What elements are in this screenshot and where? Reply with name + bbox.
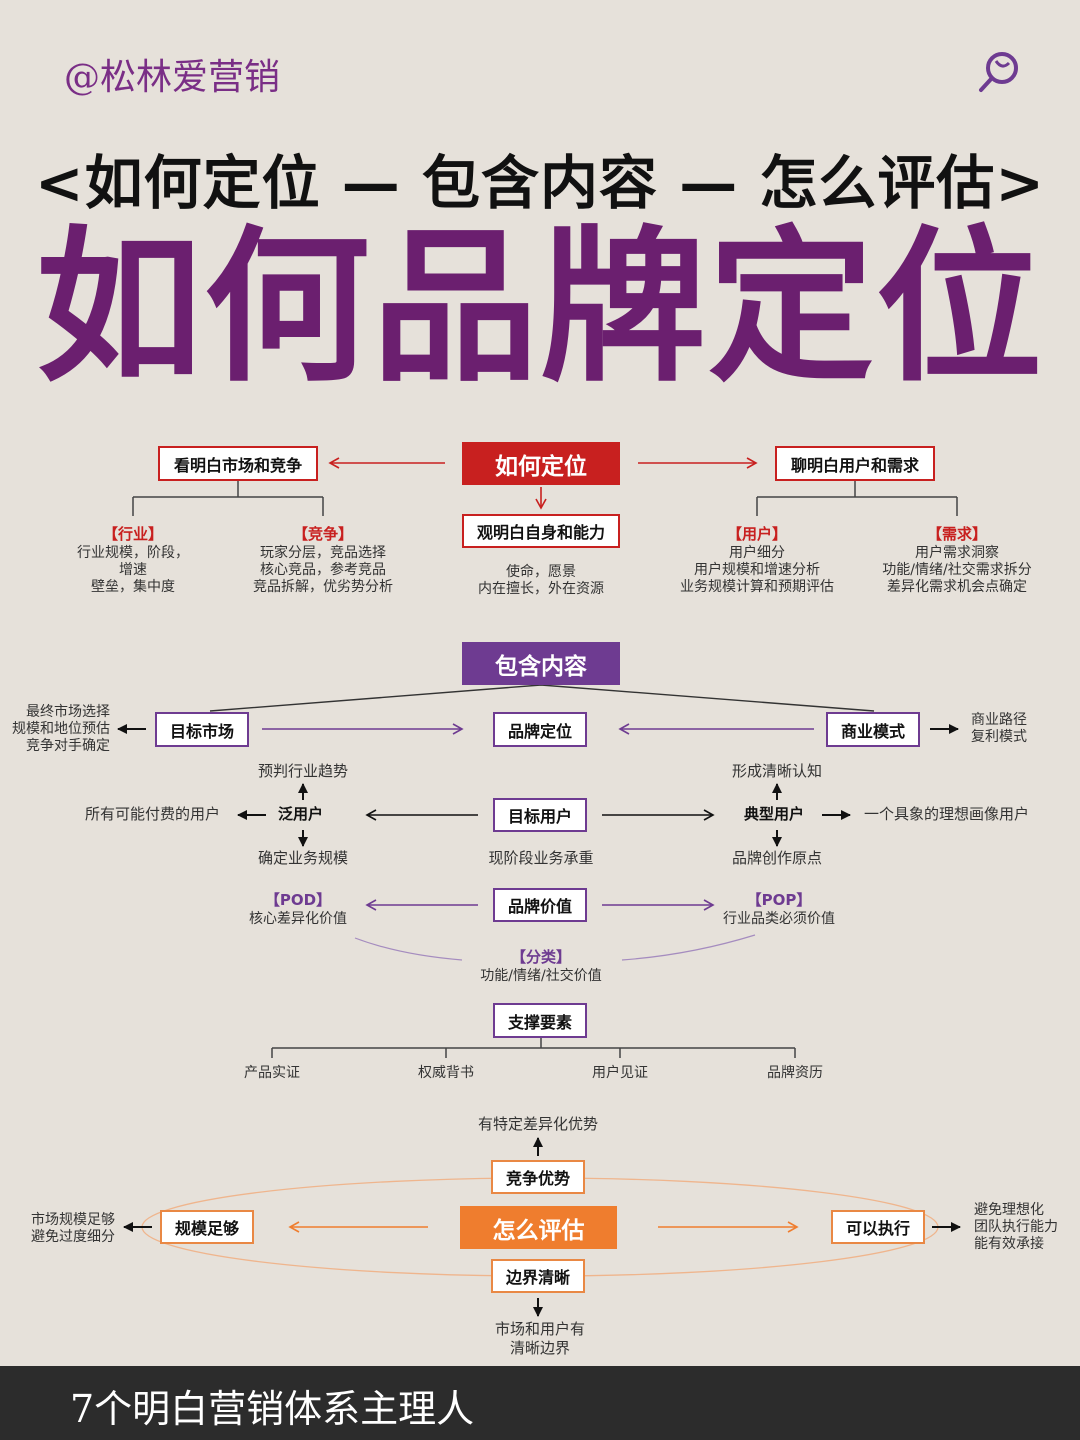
competition-tag: 【竞争】 <box>292 525 353 543</box>
support-item-2: 权威背书 <box>418 1065 474 1081</box>
competition-line-1: 玩家分层，竞品选择 <box>260 545 386 561</box>
scale-box: 规模足够 <box>160 1210 254 1244</box>
advantage-note: 有特定差异化优势 <box>477 1115 598 1133</box>
business-model-note-2: 复利模式 <box>971 729 1027 745</box>
executable-box: 可以执行 <box>831 1210 925 1244</box>
industry-line-1: 行业规模，阶段， <box>77 545 189 561</box>
support-item-4: 品牌资历 <box>767 1065 823 1081</box>
users-tag: 【用户】 <box>726 525 787 543</box>
target-market-note-3: 竞争对手确定 <box>26 738 110 754</box>
needs-line-3: 差异化需求机会点确定 <box>887 579 1027 595</box>
broad-user-label: 泛用户 <box>278 805 324 823</box>
category-text: 功能/情绪/社交价值 <box>480 968 602 984</box>
industry-line-3: 壁垒，集中度 <box>91 579 175 595</box>
support-item-1: 产品实证 <box>244 1065 300 1081</box>
boundary-box: 边界清晰 <box>491 1259 585 1293</box>
executable-note-2: 团队执行能力 <box>974 1219 1058 1235</box>
self-ability-box: 观明白自身和能力 <box>462 514 620 548</box>
target-user-note: 现阶段业务承重 <box>488 849 594 867</box>
target-user-box: 目标用户 <box>493 798 587 832</box>
broad-user-above: 预判行业趋势 <box>257 762 348 780</box>
footer-bar <box>0 1366 1080 1440</box>
typical-user-right: 一个具象的理想画像用户 <box>864 805 1030 823</box>
needs-line-1: 用户需求洞察 <box>915 545 999 561</box>
user-needs-box: 聊明白用户和需求 <box>775 446 935 481</box>
target-market-note-1: 最终市场选择 <box>26 704 110 720</box>
boundary-note-2: 清晰边界 <box>509 1339 570 1357</box>
executable-note-3: 能有效承接 <box>974 1236 1044 1252</box>
target-market-note-2: 规模和地位预估 <box>12 721 110 737</box>
market-competition-box: 看明白市场和竞争 <box>158 446 318 481</box>
industry-tag: 【行业】 <box>102 525 163 543</box>
broad-user-below: 确定业务规模 <box>257 849 348 867</box>
industry-line-2: 增速 <box>119 562 147 578</box>
page-title: 如何品牌定位 <box>36 212 1044 405</box>
boundary-note-1: 市场和用户有 <box>494 1320 585 1338</box>
self-line-2: 内在擅长，外在资源 <box>478 581 604 597</box>
target-market-box: 目标市场 <box>155 712 249 747</box>
author-handle: @松林爱营销 <box>64 57 281 98</box>
scale-note-1: 市场规模足够 <box>31 1212 115 1228</box>
users-line-2: 用户规模和增速分析 <box>694 562 820 578</box>
competition-line-2: 核心竞品，参考竞品 <box>260 562 386 578</box>
self-line-1: 使命，愿景 <box>506 564 576 580</box>
business-model-note-1: 商业路径 <box>971 712 1027 728</box>
competition-line-3: 竞品拆解，优劣势分析 <box>253 579 393 595</box>
advantage-box: 竞争优势 <box>491 1160 585 1194</box>
typical-user-above: 形成清晰认知 <box>731 762 822 780</box>
pod-text: 核心差异化价值 <box>249 911 347 927</box>
positioning-header: 如何定位 <box>462 442 620 485</box>
brand-value-box: 品牌价值 <box>493 888 587 922</box>
content-header: 包含内容 <box>462 642 620 685</box>
business-model-box: 商业模式 <box>826 712 920 747</box>
brand-position-box: 品牌定位 <box>493 712 587 747</box>
footer-text: 7个明白营销体系主理人 <box>70 1387 475 1431</box>
needs-tag: 【需求】 <box>926 525 987 543</box>
typical-user-below: 品牌创作原点 <box>731 849 822 867</box>
users-line-3: 业务规模计算和预期评估 <box>680 579 834 595</box>
broad-user-left: 所有可能付费的用户 <box>84 805 220 823</box>
magnifier-logo-icon <box>979 52 1018 92</box>
needs-line-2: 功能/情绪/社交需求拆分 <box>882 562 1032 578</box>
pod-tag: 【POD】 <box>264 891 332 909</box>
typical-user-label: 典型用户 <box>744 805 805 823</box>
users-line-1: 用户细分 <box>729 545 785 561</box>
subtitle: <如何定位 — 包含内容 — 怎么评估> <box>35 149 1045 217</box>
category-tag: 【分类】 <box>510 948 571 966</box>
support-item-3: 用户见证 <box>592 1065 648 1081</box>
pop-tag: 【POP】 <box>746 891 812 909</box>
scale-note-2: 避免过度细分 <box>31 1229 115 1245</box>
support-box: 支撑要素 <box>493 1003 587 1038</box>
evaluate-header: 怎么评估 <box>460 1206 617 1249</box>
pop-text: 行业品类必须价值 <box>723 911 835 927</box>
executable-note-1: 避免理想化 <box>974 1202 1044 1218</box>
